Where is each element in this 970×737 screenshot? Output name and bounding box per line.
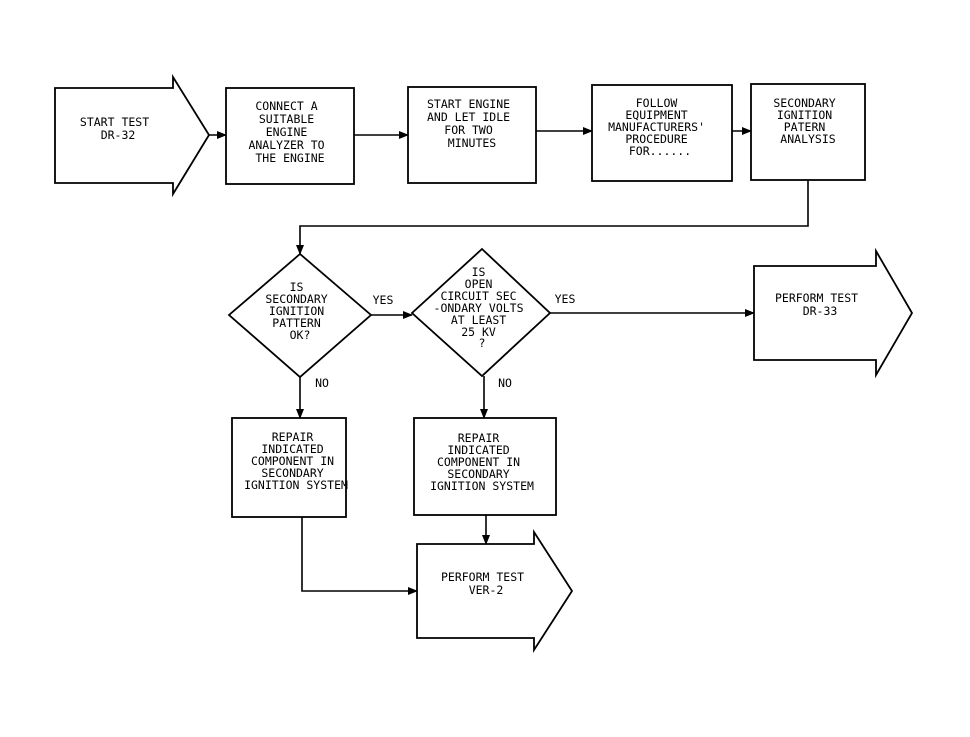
perform-dr33-label: PERFORM TEST DR-33 [775,291,865,318]
decision-volts-label: IS OPEN CIRCUIT SEC -ONDARY VOLTS AT LEA… [434,265,531,350]
perform-ver2-shape [416,528,574,654]
secondary-analysis-box [750,83,866,181]
connectors [209,127,809,595]
connector-repair-1-to-ver2 [301,517,418,595]
decision-pattern-shape [227,252,373,379]
decision-pattern-label: IS SECONDARY IGNITION PATTERN OK? [265,280,334,342]
start-engine-box [407,86,537,184]
secondary-analysis-label: SECONDARY IGNITION PATERN ANALYSIS [773,96,842,146]
repair-2-label: REPAIR INDICATED COMPONENT IN SECONDARY … [430,431,534,493]
edge-label-yes-volts: YES [555,292,576,306]
edge-label-no-volts: NO [498,376,512,390]
connector-analysis-to-pattern-decision [296,180,809,255]
start-engine-label: START ENGINE AND LET IDLE FOR TWO MINUTE… [427,97,517,150]
decision-volts-shape [410,247,552,378]
perform-ver2-label: PERFORM TEST VER-2 [441,570,531,597]
connect-analyzer-label: CONNECT A SUITABLE ENGINE ANALYZER TO TH… [248,99,331,165]
edge-label-no-pattern: NO [315,376,329,390]
start-test-shape [54,73,211,198]
connect-analyzer-box [225,87,355,185]
start-test-label: START TEST DR-32 [80,115,156,142]
shapes [54,73,914,654]
follow-procedure-label: FOLLOW EQUIPMENT MANUFACTURERS' PROCEDUR… [608,96,712,158]
perform-dr33-shape [753,247,914,379]
follow-procedure-box [591,84,733,182]
repair-1-label: REPAIR INDICATED COMPONENT IN SECONDARY … [244,430,348,492]
repair-box-1 [231,417,347,518]
repair-box-2 [413,417,557,516]
edge-label-yes-pattern: YES [373,293,394,307]
